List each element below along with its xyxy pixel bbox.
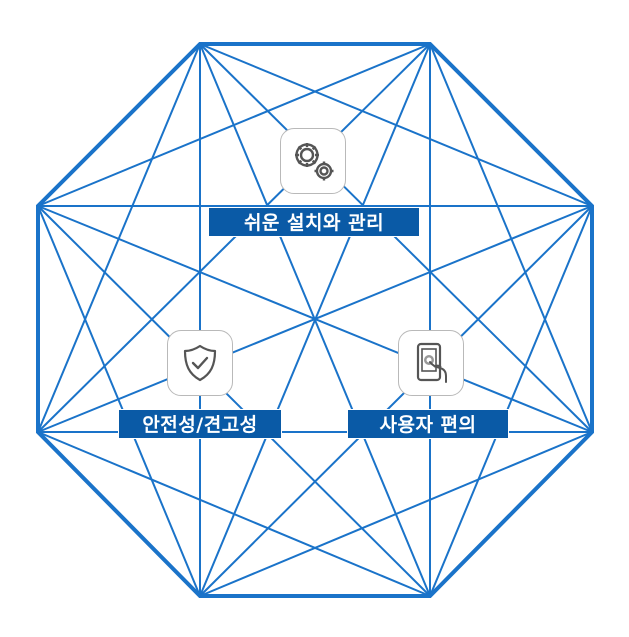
tablet-touch-icon [398, 330, 464, 396]
feature-label: 쉬운 설치와 관리 [208, 207, 420, 237]
octagon-outline [36, 42, 594, 598]
connector-line [37, 205, 431, 597]
connector-line [37, 43, 431, 207]
shield-check-icon [167, 330, 233, 396]
gears-icon [280, 128, 346, 194]
connector-line [37, 205, 593, 433]
feature-label: 사용자 편의 [347, 409, 509, 439]
feature-label: 안전성/견고성 [118, 409, 282, 439]
connector-line [199, 431, 593, 597]
connector-line [199, 43, 593, 433]
connector-line [429, 205, 593, 597]
connector-line [37, 43, 431, 433]
connector-line [199, 205, 593, 597]
connector-line [37, 431, 431, 597]
connector-line [37, 205, 201, 597]
